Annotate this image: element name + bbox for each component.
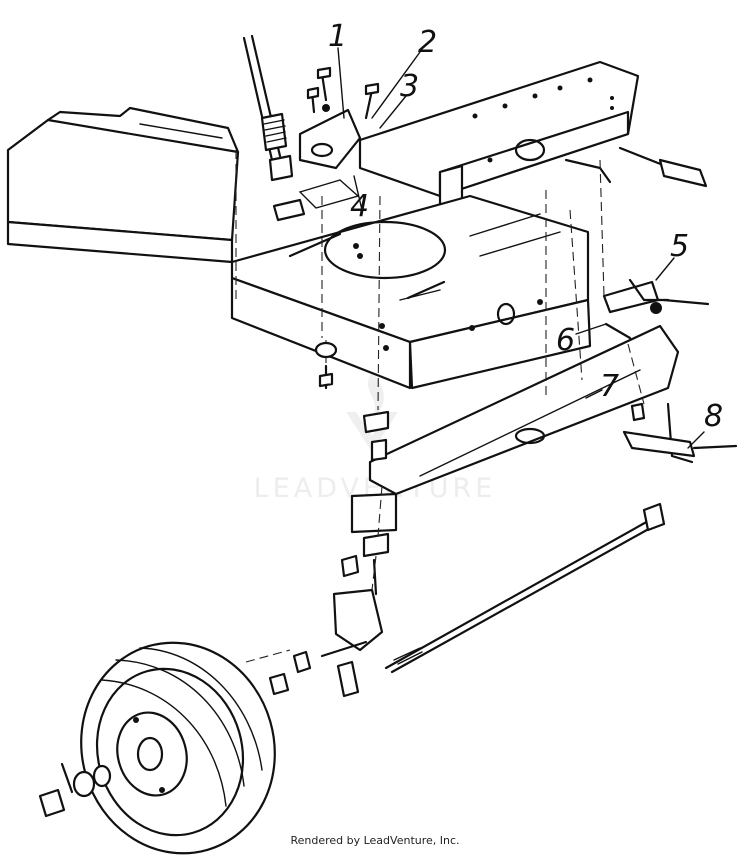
callout-8: 8 [704,399,723,434]
frame-tube [358,60,640,214]
callout-7: 7 [600,369,619,404]
steering-assembly [242,34,362,222]
frame-bottom-hardware [314,341,338,390]
callout-5: 5 [670,229,689,264]
spindle-right [622,402,738,464]
frame-bolt [564,146,708,188]
alignment-lines [235,150,645,663]
front-axle [350,324,680,558]
tractor-body [6,106,240,264]
drag-link [602,278,710,340]
hardware-bolts [306,66,380,120]
tie-rod [384,502,666,674]
callout-4: 4 [350,189,369,224]
callout-2: 2 [418,25,437,60]
callout-1: 1 [328,19,347,54]
callout-3: 3 [400,69,419,104]
callout-6: 6 [556,323,575,358]
hub-cap-hardware [38,762,112,818]
floor-plate [230,194,592,390]
callout-leaders [337,47,705,449]
front-wheel [80,641,276,855]
spindle-left [268,554,384,698]
footer-credit: Rendered by LeadVenture, Inc. [290,834,460,847]
